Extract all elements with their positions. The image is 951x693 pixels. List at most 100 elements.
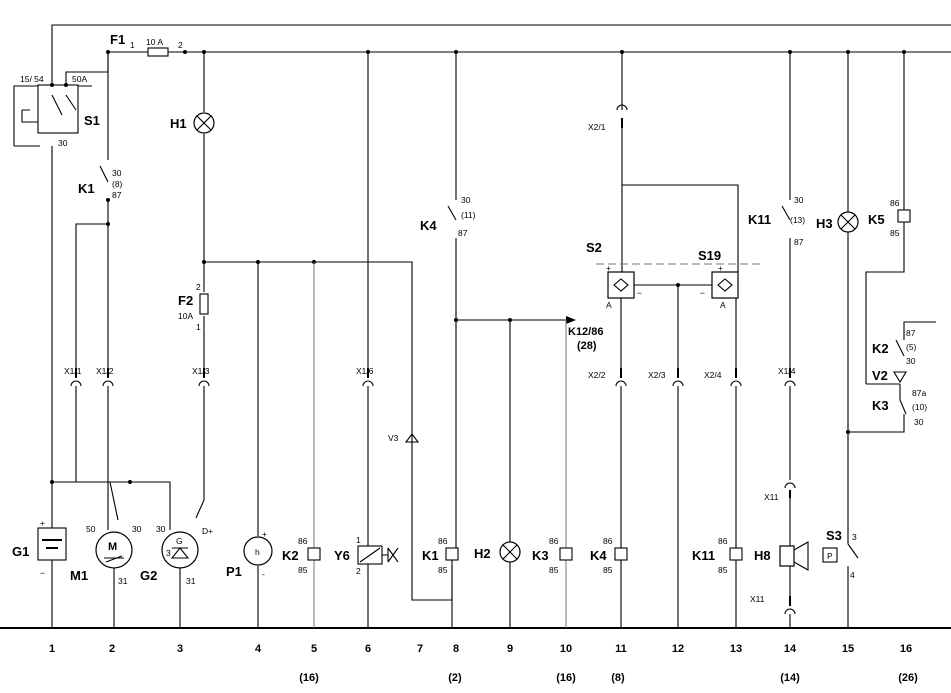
relay-coil-k1 [445,547,459,561]
connector-x11-bottom [784,596,796,615]
ground-number: 15 [842,643,854,655]
label-k3: K3 [872,398,889,413]
ground-number: 7 [417,643,423,655]
label-k4-coil-86: 86 [603,536,613,546]
relay-contact-k4 [447,205,457,221]
ground-number: 9 [507,643,513,655]
label-g1-minus: − [40,568,45,578]
connector-x2-3 [672,368,684,387]
label-h3: H3 [816,216,833,231]
label-p1: P1 [226,564,242,579]
label-h1: H1 [170,116,187,131]
label-k3-coil: K3 [532,548,549,563]
label-h2: H2 [474,546,491,561]
relay-contact-k3 [899,392,907,415]
label-s19-plus: + [718,263,723,273]
label-v2: V2 [872,368,888,383]
fuse-f1 [147,47,169,57]
label-s1: S1 [84,113,100,128]
label-k2-coil-85: 85 [298,565,308,575]
label-k4-11: (11) [461,210,476,220]
ground-ref: (16) [299,672,319,684]
connector-x1-1 [70,368,82,387]
battery-g1 [37,527,67,561]
connector-x1-4 [784,368,796,387]
ground-number: 13 [730,643,742,655]
label-x1-6: X1/6 [356,366,374,376]
label-m1-30: 30 [132,524,142,534]
label-k2-5: (5) [906,342,917,352]
ground-number: 4 [255,643,262,655]
label-x1-2: X1/2 [96,366,114,376]
label-k1-30: 30 [112,168,122,178]
label-f1: F1 [110,32,125,47]
label-s3-p: P [827,551,833,561]
label-k12-ref: (28) [577,340,597,352]
label-f2-1: 1 [196,322,201,332]
label-x11: X11 [764,492,779,502]
label-x2-3: X2/3 [648,370,666,380]
label-f1-pin1: 1 [130,40,135,50]
label-k4-coil-85: 85 [603,565,613,575]
label-k11-87: 87 [794,237,804,247]
label-k3-87a: 87a [912,388,926,398]
label-m1-31: 31 [118,576,128,586]
label-k11-13: (13) [790,215,805,225]
ground-number: 10 [560,643,572,655]
pressure-switch-s3 [847,543,859,559]
ground-refs: (16)(2)(16)(8)(14)(26) [299,672,918,684]
label-s2-a: A [606,300,612,310]
label-g2-g: G [176,536,183,546]
label-k4: K4 [420,218,437,233]
label-m1-50: 50 [86,524,96,534]
label-g2-3: 3 [166,548,171,558]
ground-ref: (2) [448,672,462,684]
label-k1-coil-86: 86 [438,536,448,546]
label-s3: S3 [826,528,842,543]
label-k1-8: (8) [112,179,123,189]
label-k12: K12/86 [568,326,603,338]
relay-coil-k11 [729,547,743,561]
label-s19: S19 [698,248,721,263]
connector-x2-2 [615,368,627,387]
label-x1-1: X1/1 [64,366,82,376]
label-s1-1554: 15/ 54 [20,74,44,84]
label-s19-minus: − [700,288,705,298]
ground-number: 14 [784,643,797,655]
sensor-s19 [711,271,739,299]
label-s2-minus: − [637,288,642,298]
ground-number: 6 [365,643,371,655]
label-p1-h: h [255,547,260,557]
label-k5: K5 [868,212,885,227]
ground-ref: (16) [556,672,576,684]
label-g2-dplus: D+ [202,526,213,536]
label-k5-86: 86 [890,198,900,208]
label-k3-10: (10) [912,402,927,412]
connector-x1-3 [198,368,210,387]
fuse-f2 [199,293,209,315]
ground-number: 5 [311,643,317,655]
label-y6: Y6 [334,548,350,563]
relay-contact-k1 [99,165,109,183]
ground-number: 1 [49,643,55,655]
connector-x2-1 [616,104,628,128]
label-s3-3: 3 [852,532,857,542]
label-x1-4: X1/4 [778,366,796,376]
label-x2-4: X2/4 [704,370,722,380]
label-f1-rating: 10 A [146,37,163,47]
ground-ref: (8) [611,672,625,684]
ground-number: 8 [453,643,459,655]
relay-coil-k3 [559,547,573,561]
bus-terminal-30 [51,24,951,131]
connector-x1-2 [102,368,114,387]
label-k11-coil-85: 85 [718,565,728,575]
label-k1-87: 87 [112,190,122,200]
label-x2-2: X2/2 [588,370,606,380]
label-p1-minus: - [262,569,265,579]
label-f2: F2 [178,293,193,308]
ground-number: 16 [900,643,912,655]
ground-number: 12 [672,643,684,655]
label-s2-plus: + [606,263,611,273]
